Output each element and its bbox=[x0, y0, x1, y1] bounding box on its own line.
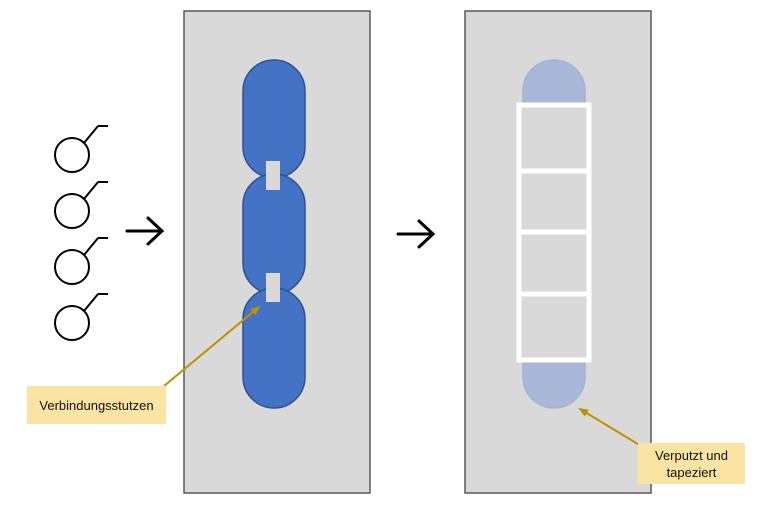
wall-grid bbox=[516, 102, 592, 363]
step-arrow-2 bbox=[396, 219, 436, 249]
callout-plastered-line1: Verputzt und bbox=[655, 447, 728, 463]
callout-plastered: Verputzt und tapeziert bbox=[638, 443, 745, 484]
leader-line-plaster bbox=[578, 407, 642, 447]
magnifier-icon bbox=[54, 293, 108, 341]
callout-connector: Verbindungsstutzen bbox=[27, 386, 166, 424]
callout-connector-label: Verbindungsstutzen bbox=[39, 397, 154, 413]
leader-line-connector bbox=[163, 305, 261, 387]
magnifier-icon bbox=[54, 237, 108, 285]
connector-stub-upper bbox=[266, 161, 280, 190]
pipe-segments bbox=[242, 59, 306, 409]
magnifier-icon bbox=[54, 125, 108, 173]
step-arrow-1 bbox=[125, 216, 165, 246]
callout-plastered-line2: tapeziert bbox=[666, 464, 717, 480]
connector-stub-lower bbox=[266, 273, 280, 302]
pipe-segment-bottom bbox=[242, 287, 306, 409]
magnifier-icons bbox=[54, 125, 108, 341]
pipe-segment-top bbox=[242, 59, 306, 179]
magnifier-icon bbox=[54, 181, 108, 229]
